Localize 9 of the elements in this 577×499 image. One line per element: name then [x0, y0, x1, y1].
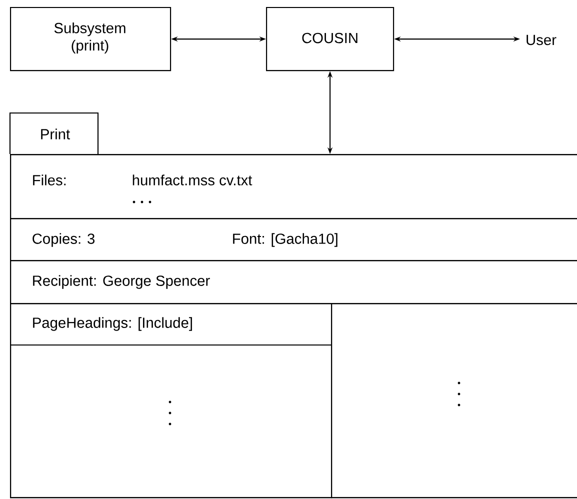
form-row: Copies: 3 Font: [Gacha10] — [10, 218, 577, 262]
process-box: Subsystem (print) — [10, 7, 172, 72]
process-box: COUSIN — [266, 7, 394, 72]
form-row: Recipient: George Spencer — [10, 260, 577, 304]
form-section — [331, 303, 577, 498]
form-row: Files: humfact.mss cv.txt — [10, 154, 577, 220]
user-label: User — [526, 34, 556, 46]
node-label: Print — [41, 128, 70, 140]
form-section: PageHeadings: [Include] — [10, 303, 332, 498]
